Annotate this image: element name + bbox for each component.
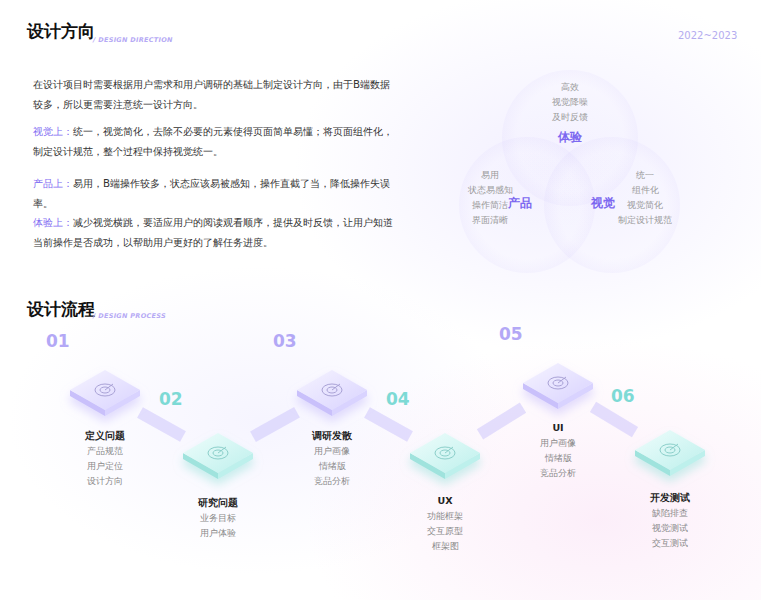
circle-item: 制定设计规范 bbox=[618, 213, 672, 228]
section-title: 设计流程 bbox=[27, 298, 95, 321]
venn-circle: 视觉 统一组件化视觉简化制定设计规范 bbox=[544, 137, 680, 273]
process-tile: 06开发测试缺陷排查视觉测试交互测试 bbox=[635, 430, 705, 476]
step-title: 定义问题 bbox=[30, 428, 180, 444]
step-item: 功能框架 bbox=[370, 509, 520, 524]
step-item: 用户画像 bbox=[257, 444, 407, 459]
process-band bbox=[593, 407, 635, 432]
step-item: 情绪版 bbox=[483, 451, 633, 466]
step-title: 调研发散 bbox=[257, 428, 407, 444]
circle-item: 组件化 bbox=[632, 183, 659, 198]
step-item: 情绪版 bbox=[257, 459, 407, 474]
step-text: UI用户画像情绪版竞品分析 bbox=[483, 420, 633, 481]
process-tile: 05UI用户画像情绪版竞品分析 bbox=[523, 363, 593, 409]
step-item: 用户定位 bbox=[30, 459, 180, 474]
paragraph-key: 视觉上： bbox=[33, 125, 73, 137]
section-subtitle: / DESIGN PROCESS bbox=[93, 312, 166, 320]
circle-item: 界面清晰 bbox=[472, 213, 508, 228]
step-number: 04 bbox=[386, 391, 410, 408]
tile-shape bbox=[410, 433, 480, 479]
step-item: 视觉测试 bbox=[595, 521, 745, 536]
process-tile: 03调研发散用户画像情绪版竞品分析 bbox=[297, 370, 367, 416]
step-title: 研究问题 bbox=[143, 495, 293, 511]
step-item: 交互测试 bbox=[595, 536, 745, 551]
step-text: 研究问题业务目标用户体验 bbox=[143, 495, 293, 541]
paragraph-text: 易用，B端操作较多，状态应该易被感知，操作直截了当，降低操作失误率。 bbox=[33, 177, 390, 209]
circle-item: 高效 bbox=[561, 80, 579, 95]
step-item: 业务目标 bbox=[143, 511, 293, 526]
process-band bbox=[140, 413, 183, 437]
step-item: 用户体验 bbox=[143, 526, 293, 541]
step-number: 05 bbox=[499, 326, 523, 343]
paragraph: 视觉上：统一，视觉简化，去除不必要的元素使得页面简单易懂；将页面组件化，制定设计… bbox=[33, 121, 398, 161]
step-title: UX bbox=[370, 493, 520, 509]
paragraph-key: 体验上： bbox=[33, 216, 73, 228]
section-title: 设计方向 bbox=[27, 20, 95, 43]
paragraph: 体验上：减少视觉横跳，要适应用户的阅读观看顺序，提供及时反馈，让用户知道当前操作… bbox=[33, 212, 398, 252]
circle-item: 操作简洁 bbox=[472, 198, 508, 213]
process-band bbox=[253, 412, 297, 436]
step-item: 竞品分析 bbox=[483, 466, 633, 481]
step-number: 02 bbox=[159, 391, 183, 408]
tile-shape bbox=[70, 370, 140, 416]
section-subtitle: / DESIGN DIRECTION bbox=[93, 36, 173, 44]
paragraph-text: 减少视觉横跳，要适应用户的阅读观看顺序，提供及时反馈，让用户知道当前操作是否成功… bbox=[33, 216, 393, 248]
circle-heading: 产品 bbox=[508, 195, 532, 212]
step-text: 调研发散用户画像情绪版竞品分析 bbox=[257, 428, 407, 489]
step-number: 03 bbox=[273, 333, 297, 350]
paragraph-key: 产品上： bbox=[33, 177, 73, 189]
paragraph-text: 在设计项目时需要根据用户需求和用户调研的基础上制定设计方向，由于B端数据较多，所… bbox=[33, 78, 390, 110]
paragraph: 产品上：易用，B端操作较多，状态应该易被感知，操作直截了当，降低操作失误率。 bbox=[33, 173, 398, 213]
tile-shape bbox=[635, 430, 705, 476]
step-text: 定义问题产品规范用户定位设计方向 bbox=[30, 428, 180, 489]
circle-item: 状态易感知 bbox=[468, 183, 513, 198]
paragraph: 在设计项目时需要根据用户需求和用户调研的基础上制定设计方向，由于B端数据较多，所… bbox=[33, 74, 398, 114]
circle-item: 视觉降噪 bbox=[552, 95, 588, 110]
step-title: 开发测试 bbox=[595, 490, 745, 506]
circle-item: 统一 bbox=[636, 168, 654, 183]
paragraph-text: 统一，视觉简化，去除不必要的元素使得页面简单易懂；将页面组件化，制定设计规范，整… bbox=[33, 125, 393, 157]
circle-item: 易用 bbox=[481, 168, 499, 183]
process-tile: 01定义问题产品规范用户定位设计方向 bbox=[70, 370, 140, 416]
step-item: 产品规范 bbox=[30, 444, 180, 459]
process-band bbox=[367, 413, 410, 437]
tile-shape bbox=[297, 370, 367, 416]
step-item: 框架图 bbox=[370, 539, 520, 554]
step-item: 用户画像 bbox=[483, 436, 633, 451]
step-title: UI bbox=[483, 420, 633, 436]
circle-item: 视觉简化 bbox=[627, 198, 663, 213]
process-tile: 04UX功能框架交互原型框架图 bbox=[410, 433, 480, 479]
step-number: 06 bbox=[611, 388, 635, 405]
step-text: UX功能框架交互原型框架图 bbox=[370, 493, 520, 554]
step-text: 开发测试缺陷排查视觉测试交互测试 bbox=[595, 490, 745, 551]
tile-shape bbox=[523, 363, 593, 409]
step-item: 竞品分析 bbox=[257, 474, 407, 489]
step-number: 01 bbox=[46, 333, 70, 350]
step-item: 交互原型 bbox=[370, 524, 520, 539]
circle-item: 及时反馈 bbox=[552, 110, 588, 125]
tile-shape bbox=[183, 433, 253, 479]
step-item: 设计方向 bbox=[30, 474, 180, 489]
circle-heading: 体验 bbox=[558, 129, 582, 146]
year-label: 2022~2023 bbox=[678, 30, 737, 41]
process-band bbox=[480, 408, 523, 435]
step-item: 缺陷排查 bbox=[595, 506, 745, 521]
process-tile: 02研究问题业务目标用户体验 bbox=[183, 433, 253, 479]
circle-heading: 视觉 bbox=[591, 195, 615, 212]
